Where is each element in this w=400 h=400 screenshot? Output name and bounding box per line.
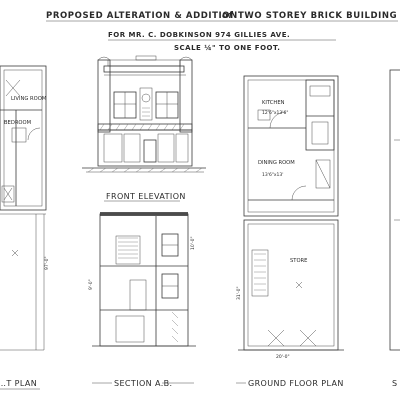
- section-ab-caption: SECTION A.B.: [114, 379, 173, 388]
- title-line-1-rest: TWO STOREY BRICK BUILDING: [238, 11, 397, 21]
- right-partial-caption: S: [392, 379, 397, 388]
- left-plan-room-bedroom: BEDROOM: [4, 120, 31, 126]
- left-plan: LIVING ROOM BEDROOM 97'-0" …T PLAN: [0, 65, 50, 390]
- title-line-3: SCALE ¼" TO ONE FOOT.: [174, 44, 280, 52]
- svg-text:9'-0": 9'-0": [88, 279, 94, 290]
- title-line-1: PROPOSED ALTERATION & ADDITION: [46, 11, 238, 21]
- title-line-2: FOR MR. C. DOBKINSON 974 GILLIES AVE.: [108, 31, 290, 39]
- ground-floor-plan: KITCHEN 12'6"x13'6" DINING ROOM 13'6"x13…: [236, 75, 344, 388]
- front-elevation: FRONT ELEVATION: [82, 55, 206, 202]
- ground-plan-dim-kitchen: 12'6"x13'6": [262, 110, 288, 116]
- section-ab: 9'-0" 10'-0" SECTION A.B.: [88, 212, 196, 388]
- front-elevation-caption: FRONT ELEVATION: [106, 192, 186, 201]
- left-plan-caption: …T PLAN: [0, 379, 37, 388]
- svg-text:31'-0": 31'-0": [236, 286, 242, 300]
- ground-plan-dim-dining: 13'6"x13': [262, 172, 284, 178]
- ground-floor-plan-caption: GROUND FLOOR PLAN: [248, 379, 344, 388]
- right-partial-drawing: S: [389, 69, 400, 388]
- title-line-1-of: of: [222, 11, 233, 21]
- left-plan-room-living: LIVING ROOM: [11, 96, 46, 102]
- ground-plan-room-dining: DINING ROOM: [258, 160, 295, 166]
- svg-text:10'-0": 10'-0": [190, 236, 196, 250]
- svg-text:20'-0": 20'-0": [276, 354, 290, 360]
- ground-plan-room-store: STORE: [290, 258, 307, 264]
- svg-text:97'-0": 97'-0": [44, 256, 50, 270]
- title-block: PROPOSED ALTERATION & ADDITION of TWO ST…: [46, 11, 398, 52]
- ground-plan-room-kitchen: KITCHEN: [262, 100, 285, 106]
